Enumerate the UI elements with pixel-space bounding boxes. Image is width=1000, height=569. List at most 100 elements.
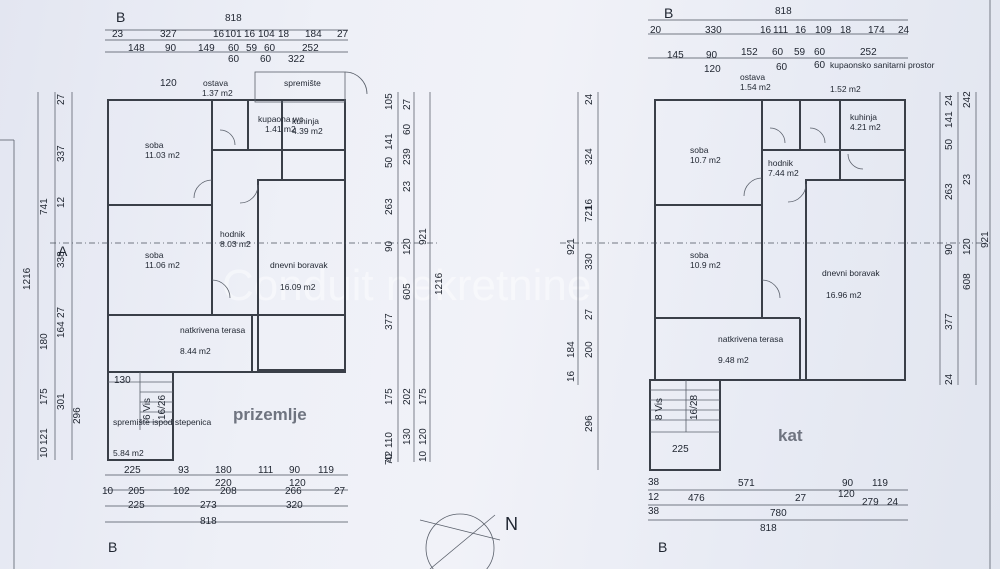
room-area: 1.37 m2 <box>202 88 233 98</box>
section-mark-top: B <box>664 5 673 21</box>
living-room-wall <box>805 179 906 381</box>
dim: 120 <box>838 489 855 500</box>
room-name: kuhinja <box>850 112 877 122</box>
dim: 263 <box>384 198 395 215</box>
room-area: 4.21 m2 <box>850 122 881 132</box>
dim: 23 <box>112 29 124 40</box>
dim: 120 <box>289 478 306 489</box>
stair-label: 6 Vis <box>142 398 153 420</box>
door-swing <box>743 177 763 197</box>
room-area: 5.84 m2 <box>113 448 144 458</box>
room-name: spremište ispod stepenica <box>113 417 212 427</box>
dim: 175 <box>418 388 429 405</box>
axis-mark-a: A <box>58 243 68 259</box>
room-name: soba <box>145 250 164 260</box>
dim: 252 <box>302 43 319 54</box>
dim: 296 <box>72 407 83 424</box>
dim: 27 <box>584 308 595 320</box>
dim: 60 <box>772 47 784 58</box>
dim: 27 <box>337 29 349 40</box>
room-area: 9.48 m2 <box>718 355 749 365</box>
dim: 60 <box>814 60 826 71</box>
dim: 164 <box>56 321 67 338</box>
dim: 60 <box>402 123 413 135</box>
dim: 60 <box>228 54 240 65</box>
dim: 377 <box>384 313 395 330</box>
dim: 741 <box>39 198 50 215</box>
upper-room-labels: ostava 1.54 m2 kupaonsko sanitarni prost… <box>690 60 935 445</box>
dim: 327 <box>160 29 177 40</box>
dim: 225 <box>128 500 145 511</box>
room-area: 1.54 m2 <box>740 82 771 92</box>
dim: 24 <box>898 25 910 36</box>
stair-label: 16/28 <box>689 395 700 420</box>
dim: 225 <box>672 444 689 455</box>
dim: 60 <box>260 54 272 65</box>
dim: 16 <box>760 25 772 36</box>
stair-label: 8 Vis <box>654 398 665 420</box>
door-swing <box>787 183 807 203</box>
dim: 90 <box>384 240 395 252</box>
ground-stair-box <box>107 371 174 461</box>
dim: 27 <box>334 486 346 497</box>
dim: 90 <box>165 43 177 54</box>
room-name: dnevni boravak <box>822 268 880 278</box>
living-room-wall <box>257 179 346 371</box>
dim: 130 <box>114 375 131 386</box>
room-area: 1.41 m2 <box>265 124 296 134</box>
dim: 252 <box>860 47 877 58</box>
dim: 721 <box>584 205 595 222</box>
dim: 50 <box>944 138 955 150</box>
dim: 184 <box>566 341 577 358</box>
dim: 16 <box>213 29 225 40</box>
dim-total: 818 <box>200 516 217 527</box>
door-swing <box>344 71 368 95</box>
dim: 24 <box>584 93 595 105</box>
dim: 266 <box>285 486 302 497</box>
dim: 174 <box>868 25 885 36</box>
dim: 16 <box>795 25 807 36</box>
dim: 377 <box>944 313 955 330</box>
north-compass: N <box>419 513 518 569</box>
dim: 50 <box>384 156 395 168</box>
ground-floor-plan: A B B <box>37 9 440 555</box>
dim: 104 <box>258 29 275 40</box>
dim: 90 <box>706 50 718 61</box>
dim: 921 <box>418 228 429 245</box>
dim: 130 <box>402 428 413 445</box>
dim: 571 <box>738 478 755 489</box>
dim: 337 <box>56 145 67 162</box>
room-area: 4.39 m2 <box>292 126 323 136</box>
dim: 27 <box>795 493 807 504</box>
dim: 330 <box>584 253 595 270</box>
compass-circle <box>425 513 495 569</box>
dim: 12 <box>648 492 660 503</box>
dim: 200 <box>584 341 595 358</box>
dim: 780 <box>770 508 787 519</box>
room-area: 8.03 m2 <box>220 239 251 249</box>
dim: 16 <box>566 370 577 382</box>
dim: 38 <box>648 477 660 488</box>
dim: 175 <box>384 388 395 405</box>
dim: 42 <box>384 450 395 462</box>
door-swing <box>809 127 826 144</box>
dim: 184 <box>305 29 322 40</box>
dim: 24 <box>944 94 955 106</box>
upper-floor-title: kat <box>778 426 803 445</box>
dim: 90 <box>289 465 301 476</box>
dim: 102 <box>173 486 190 497</box>
room-name: kupaonsko sanitarni prostor <box>830 60 935 70</box>
dim: 202 <box>402 388 413 405</box>
dim: 220 <box>215 478 232 489</box>
dim: 119 <box>318 465 334 476</box>
room-name: hodnik <box>220 229 246 239</box>
storage-annex <box>254 71 346 103</box>
ground-dimensions: 818 23 327 16 101 16 104 18 184 27 148 9… <box>22 13 445 527</box>
dim: 205 <box>128 486 145 497</box>
room-name: soba <box>145 140 164 150</box>
dim: 90 <box>842 478 854 489</box>
dim: 24 <box>887 497 899 508</box>
dim: 320 <box>286 500 303 511</box>
dim: 23 <box>962 173 973 185</box>
room-name: ostava <box>740 72 765 82</box>
